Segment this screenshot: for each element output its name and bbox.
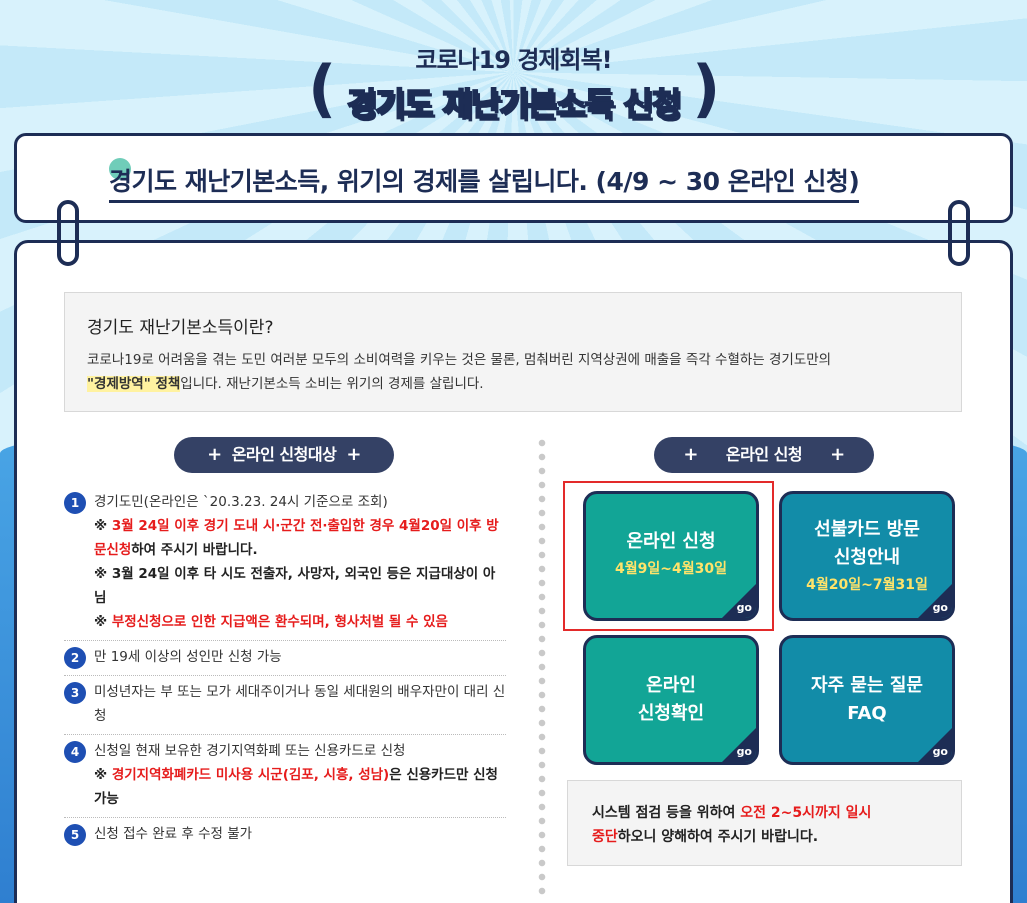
tile-label: 신청안내 [833, 547, 901, 568]
hero-subtitle: 코로나19 경제회복! [415, 46, 612, 74]
tile-label: 신청확인 [637, 703, 705, 724]
note-prefix: ※ [94, 614, 112, 630]
number-badge: 5 [64, 824, 86, 846]
tile-corner [918, 584, 952, 618]
tile-date: 4월20일~7월31일 [806, 577, 928, 593]
note-rest: 하여 주시기 바랍니다. [131, 542, 258, 558]
section-title-online: 온라인 신청 [725, 445, 803, 464]
section-title-target: 온라인 신청대상 [231, 445, 337, 464]
go-label: go [736, 745, 752, 758]
list-item-text: 만 19세 이상의 성인만 신청 가능 [94, 649, 282, 665]
number-badge: 1 [64, 492, 86, 514]
intro-line1: 코로나19로 어려움을 겪는 도민 여러분 모두의 소비여력을 키우는 것은 물… [87, 352, 832, 368]
list-item-text: 경기도민(온라인은 `20.3.23. 24시 기준으로 조회) [94, 494, 388, 510]
tile-label: 선불카드 방문 [814, 519, 920, 540]
online-confirm-button[interactable]: 온라인 신청확인 go [583, 635, 759, 765]
faq-button[interactable]: 자주 묻는 질문 FAQ go [779, 635, 955, 765]
list-item: 1 경기도민(온라인은 `20.3.23. 24시 기준으로 조회) ※ 3월 … [64, 486, 506, 641]
intro-highlight: "경제방역" 정책 [87, 376, 181, 392]
go-label: go [932, 601, 948, 614]
hero-title: 경기도 재난기본소득 신청 [346, 84, 682, 124]
online-apply-button[interactable]: 온라인 신청 4월9일~4월30일 go [583, 491, 759, 621]
intro-heading: 경기도 재난기본소득이란? [87, 318, 274, 338]
list-item-note: ※ 경기지역화폐카드 미사용 시군(김포, 시흥, 성남)은 신용카드만 신청 … [94, 763, 506, 811]
ring-right-icon [948, 200, 970, 266]
notice-text: 하오니 양해하여 주시기 바랍니다. [617, 829, 819, 845]
paren-right: ) [692, 52, 721, 125]
number-badge: 4 [64, 741, 86, 763]
list-item: 4 신청일 현재 보유한 경기지역화폐 또는 신용카드로 신청 ※ 경기지역화폐… [64, 735, 506, 818]
tile-label: 자주 묻는 질문 [811, 675, 923, 696]
note-prefix: ※ [94, 518, 112, 534]
list-item-note: ※ 3월 24일 이후 경기 도내 시·군간 전·출입한 경우 4월20일 이후… [94, 514, 506, 562]
list-item: 3 미성년자는 부 또는 모가 세대주이거나 동일 세대원의 배우자만이 대리 … [64, 676, 506, 735]
section-pill-target: + 온라인 신청대상 + [174, 437, 394, 473]
page-title: 경기도 재난기본소득, 위기의 경제를 살립니다. (4/9 ~ 30 온라인 … [109, 162, 860, 203]
selection-highlight [563, 481, 774, 631]
title-dot-icon [109, 158, 131, 180]
number-badge: 3 [64, 682, 86, 704]
go-label: go [736, 601, 752, 614]
list-item-note: ※ 3월 24일 이후 타 시도 전출자, 사망자, 외국인 등은 지급대상이 … [94, 566, 496, 606]
tile-corner [722, 728, 756, 762]
list-item-text: 신청일 현재 보유한 경기지역화폐 또는 신용카드로 신청 [94, 743, 406, 759]
paren-left: ( [308, 52, 337, 125]
tile-label: FAQ [847, 703, 887, 724]
plus-icon: + [207, 444, 222, 465]
go-label: go [932, 745, 948, 758]
list-item-note: ※ 부정신청으로 인한 지급액은 환수되며, 형사처벌 될 수 있음 [94, 610, 506, 634]
note-prefix: ※ [94, 767, 112, 783]
prepaid-card-visit-button[interactable]: 선불카드 방문 신청안내 4월20일~7월31일 go [779, 491, 955, 621]
note-red: 부정신청으로 인한 지급액은 환수되며, 형사처벌 될 수 있음 [111, 614, 448, 630]
list-item-text: 미성년자는 부 또는 모가 세대주이거나 동일 세대원의 배우자만이 대리 신청 [94, 684, 506, 724]
plus-icon: + [830, 444, 845, 465]
note-red: 3월 24일 이후 경기 도내 시·군간 전·출입한 경우 4월20일 이후 방… [94, 518, 499, 558]
number-badge: 2 [64, 647, 86, 669]
plus-icon: + [683, 444, 698, 465]
notice-red: 중단 [592, 829, 618, 845]
ring-left-icon [57, 200, 79, 266]
dotted-divider [538, 436, 546, 896]
list-item-text: 신청 접수 완료 후 수정 불가 [94, 826, 253, 842]
title-bar: 경기도 재난기본소득, 위기의 경제를 살립니다. (4/9 ~ 30 온라인 … [14, 133, 1013, 223]
notice-text: 시스템 점검 등을 위하여 [592, 805, 741, 821]
hero-header: 코로나19 경제회복! 경기도 재난기본소득 신청 [0, 40, 1027, 125]
tile-corner [722, 584, 756, 618]
intro-text: 코로나19로 어려움을 겪는 도민 여러분 모두의 소비여력을 키우는 것은 물… [87, 348, 939, 396]
list-item: 5 신청 접수 완료 후 수정 불가 [64, 818, 506, 852]
notice-red: 오전 2~5시까지 일시 [740, 805, 872, 821]
note-red: 경기지역화폐카드 미사용 시군(김포, 시흥, 성남) [111, 767, 390, 783]
tile-corner [918, 728, 952, 762]
note-rest: 은 신용카드만 신청 가능 [94, 767, 498, 807]
maintenance-notice: 시스템 점검 등을 위하여 오전 2~5시까지 일시 중단하오니 양해하여 주시… [567, 780, 962, 866]
intro-line2: 입니다. 재난기본소득 소비는 위기의 경제를 살립니다. [180, 376, 484, 392]
plus-icon: + [346, 444, 361, 465]
target-list: 1 경기도민(온라인은 `20.3.23. 24시 기준으로 조회) ※ 3월 … [64, 486, 506, 852]
intro-box: 경기도 재난기본소득이란? 코로나19로 어려움을 겪는 도민 여러분 모두의 … [64, 292, 962, 412]
tile-label: 온라인 [646, 675, 696, 696]
tile-date: 4월9일~4월30일 [615, 561, 727, 577]
list-item: 2 만 19세 이상의 성인만 신청 가능 [64, 641, 506, 676]
section-pill-online: + 온라인 신청 + [654, 437, 874, 473]
tile-label: 온라인 신청 [626, 531, 716, 552]
